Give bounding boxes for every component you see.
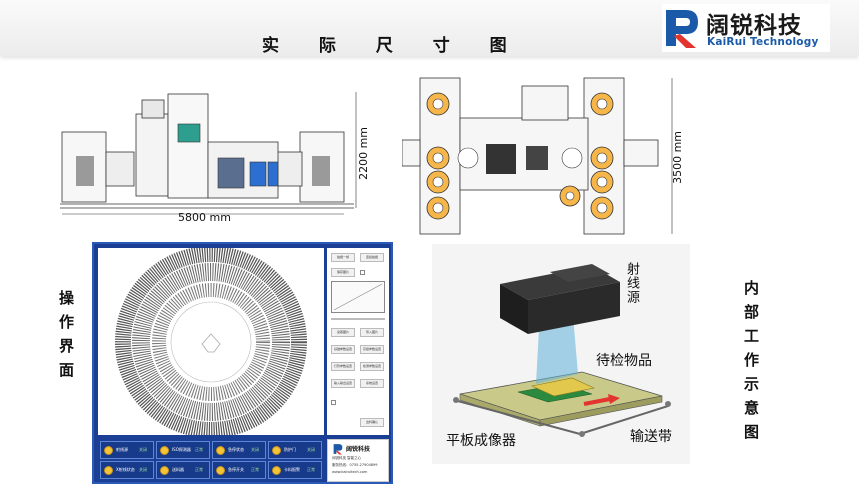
status-value: 关闭 [251,447,259,452]
status-led-icon [160,446,169,455]
status-led-icon [160,466,169,475]
flat-panel-detector-label: 平板成像器 [446,433,516,449]
status-value: 关闭 [139,447,147,452]
front-height-dimension: 2200 mm [357,127,370,180]
status-item: ISO探测器正常 [156,441,210,459]
conveyor-direction-arrow-icon [608,394,620,404]
front-width-dimension: 5800 mm [178,211,231,224]
ui-brand-name: 阔锐科技 [346,446,371,453]
detect-params-button[interactable]: 检测参数设置 [360,362,384,371]
status-led-icon [104,446,113,455]
status-led-icon [104,466,113,475]
continuous-capture-button[interactable]: 连续拍摄 [360,253,384,262]
internal-diagram-label: 内部工作示意图 [742,280,760,448]
read-image-button[interactable]: 读取图片 [331,328,355,337]
internal-diagram-panel: 射线源 待检物品 平板成像器 输送带 [432,244,690,464]
status-value: 关闭 [307,447,315,452]
status-value: 正常 [307,467,315,472]
kairui-logo-mark-icon [662,6,702,50]
system-settings-button[interactable]: 系统设置 [360,379,384,388]
status-led-icon [272,466,281,475]
inspected-object-label: 待检物品 [596,353,652,369]
header-bar: 实 际 尺 寸 图 阔锐科技 KaiRui Technology [0,0,859,56]
logo-english-name: KaiRui Technology [707,36,819,48]
basic-params-button[interactable]: 基础参数设置 [331,345,355,354]
brand-logo-icon [333,444,343,455]
top-view-drawing [402,77,673,235]
xray-process-diagram [453,264,671,437]
status-label: 卡料报警 [284,467,300,472]
save-image-button[interactable]: 保存图片 [331,268,355,277]
status-item: 射线源 关闭 [100,441,154,459]
status-item: X射线状态关闭 [100,461,154,479]
status-value: 正常 [251,467,259,472]
status-led-icon [272,446,281,455]
status-item: 卡料报警 正常 [268,461,322,479]
status-label: 射线源 [116,447,128,452]
conveyor-belt-label: 输送带 [630,429,672,445]
capture-frame-button[interactable]: 拍摄一帧 [331,253,355,262]
status-item: 防护门 关闭 [268,441,322,459]
operation-ui-label: 操作界面 [57,290,75,386]
io-settings-button[interactable]: 输入输出设置 [331,379,355,388]
status-value: 正常 [195,447,203,452]
status-value: 正常 [195,467,203,472]
logo-chinese-name: 阔锐科技 [706,13,802,39]
option-checkbox[interactable] [331,400,336,405]
top-depth-dimension: 3500 mm [671,131,684,184]
operation-ui-screenshot: 拍摄一帧 连续拍摄 保存图片 读取图片 导入图片 基础参数设置 高级参数设置 灯… [92,242,393,484]
front-view-drawing [60,92,357,215]
status-label: 防护门 [284,447,296,452]
status-item: 急停状态 关闭 [212,441,266,459]
status-item: 急停开关 正常 [212,461,266,479]
control-panel: 拍摄一帧 连续拍摄 保存图片 读取图片 导入图片 基础参数设置 高级参数设置 灯… [327,248,389,435]
ui-brand-phone: 服务热线：0755-27904899 [332,463,378,467]
status-label: ISO探测器 [172,447,191,452]
tube-params-button[interactable]: 灯管参数设置 [331,362,355,371]
status-panel: 射线源关闭 ISO探测器正常 急停状态关闭 防护门关闭 X射线状态关闭 送料器正… [98,439,324,482]
status-led-icon [216,446,225,455]
xray-source-label: 射线源 [624,262,639,304]
status-label: 急停开关 [228,467,244,472]
threshold-slider[interactable] [331,318,385,320]
page-title: 实 际 尺 寸 图 [262,36,524,56]
confirm-output-button[interactable]: 出料确认 [360,418,384,427]
status-label: 送料器 [172,467,184,472]
status-item: 送料器 正常 [156,461,210,479]
status-label: X射线状态 [116,467,135,472]
reel-xray-image [115,246,307,438]
xray-image-canvas [98,246,324,438]
ui-brand-box: 阔锐科技 阔锐科技 智能之心 服务热线：0755-27904899 www.ka… [327,439,389,482]
status-led-icon [216,466,225,475]
status-value: 关闭 [139,467,147,472]
advanced-params-button[interactable]: 高级参数设置 [360,345,384,354]
import-image-button[interactable]: 导入图片 [360,328,384,337]
ui-brand-slogan: 阔锐科技 智能之心 [332,456,362,460]
show-image-checkbox[interactable] [360,270,365,275]
company-logo: 阔锐科技 KaiRui Technology [662,4,830,52]
status-label: 急停状态 [228,447,244,452]
preview-box [331,281,385,313]
ui-brand-website: www.kairuitech.com [332,470,368,474]
